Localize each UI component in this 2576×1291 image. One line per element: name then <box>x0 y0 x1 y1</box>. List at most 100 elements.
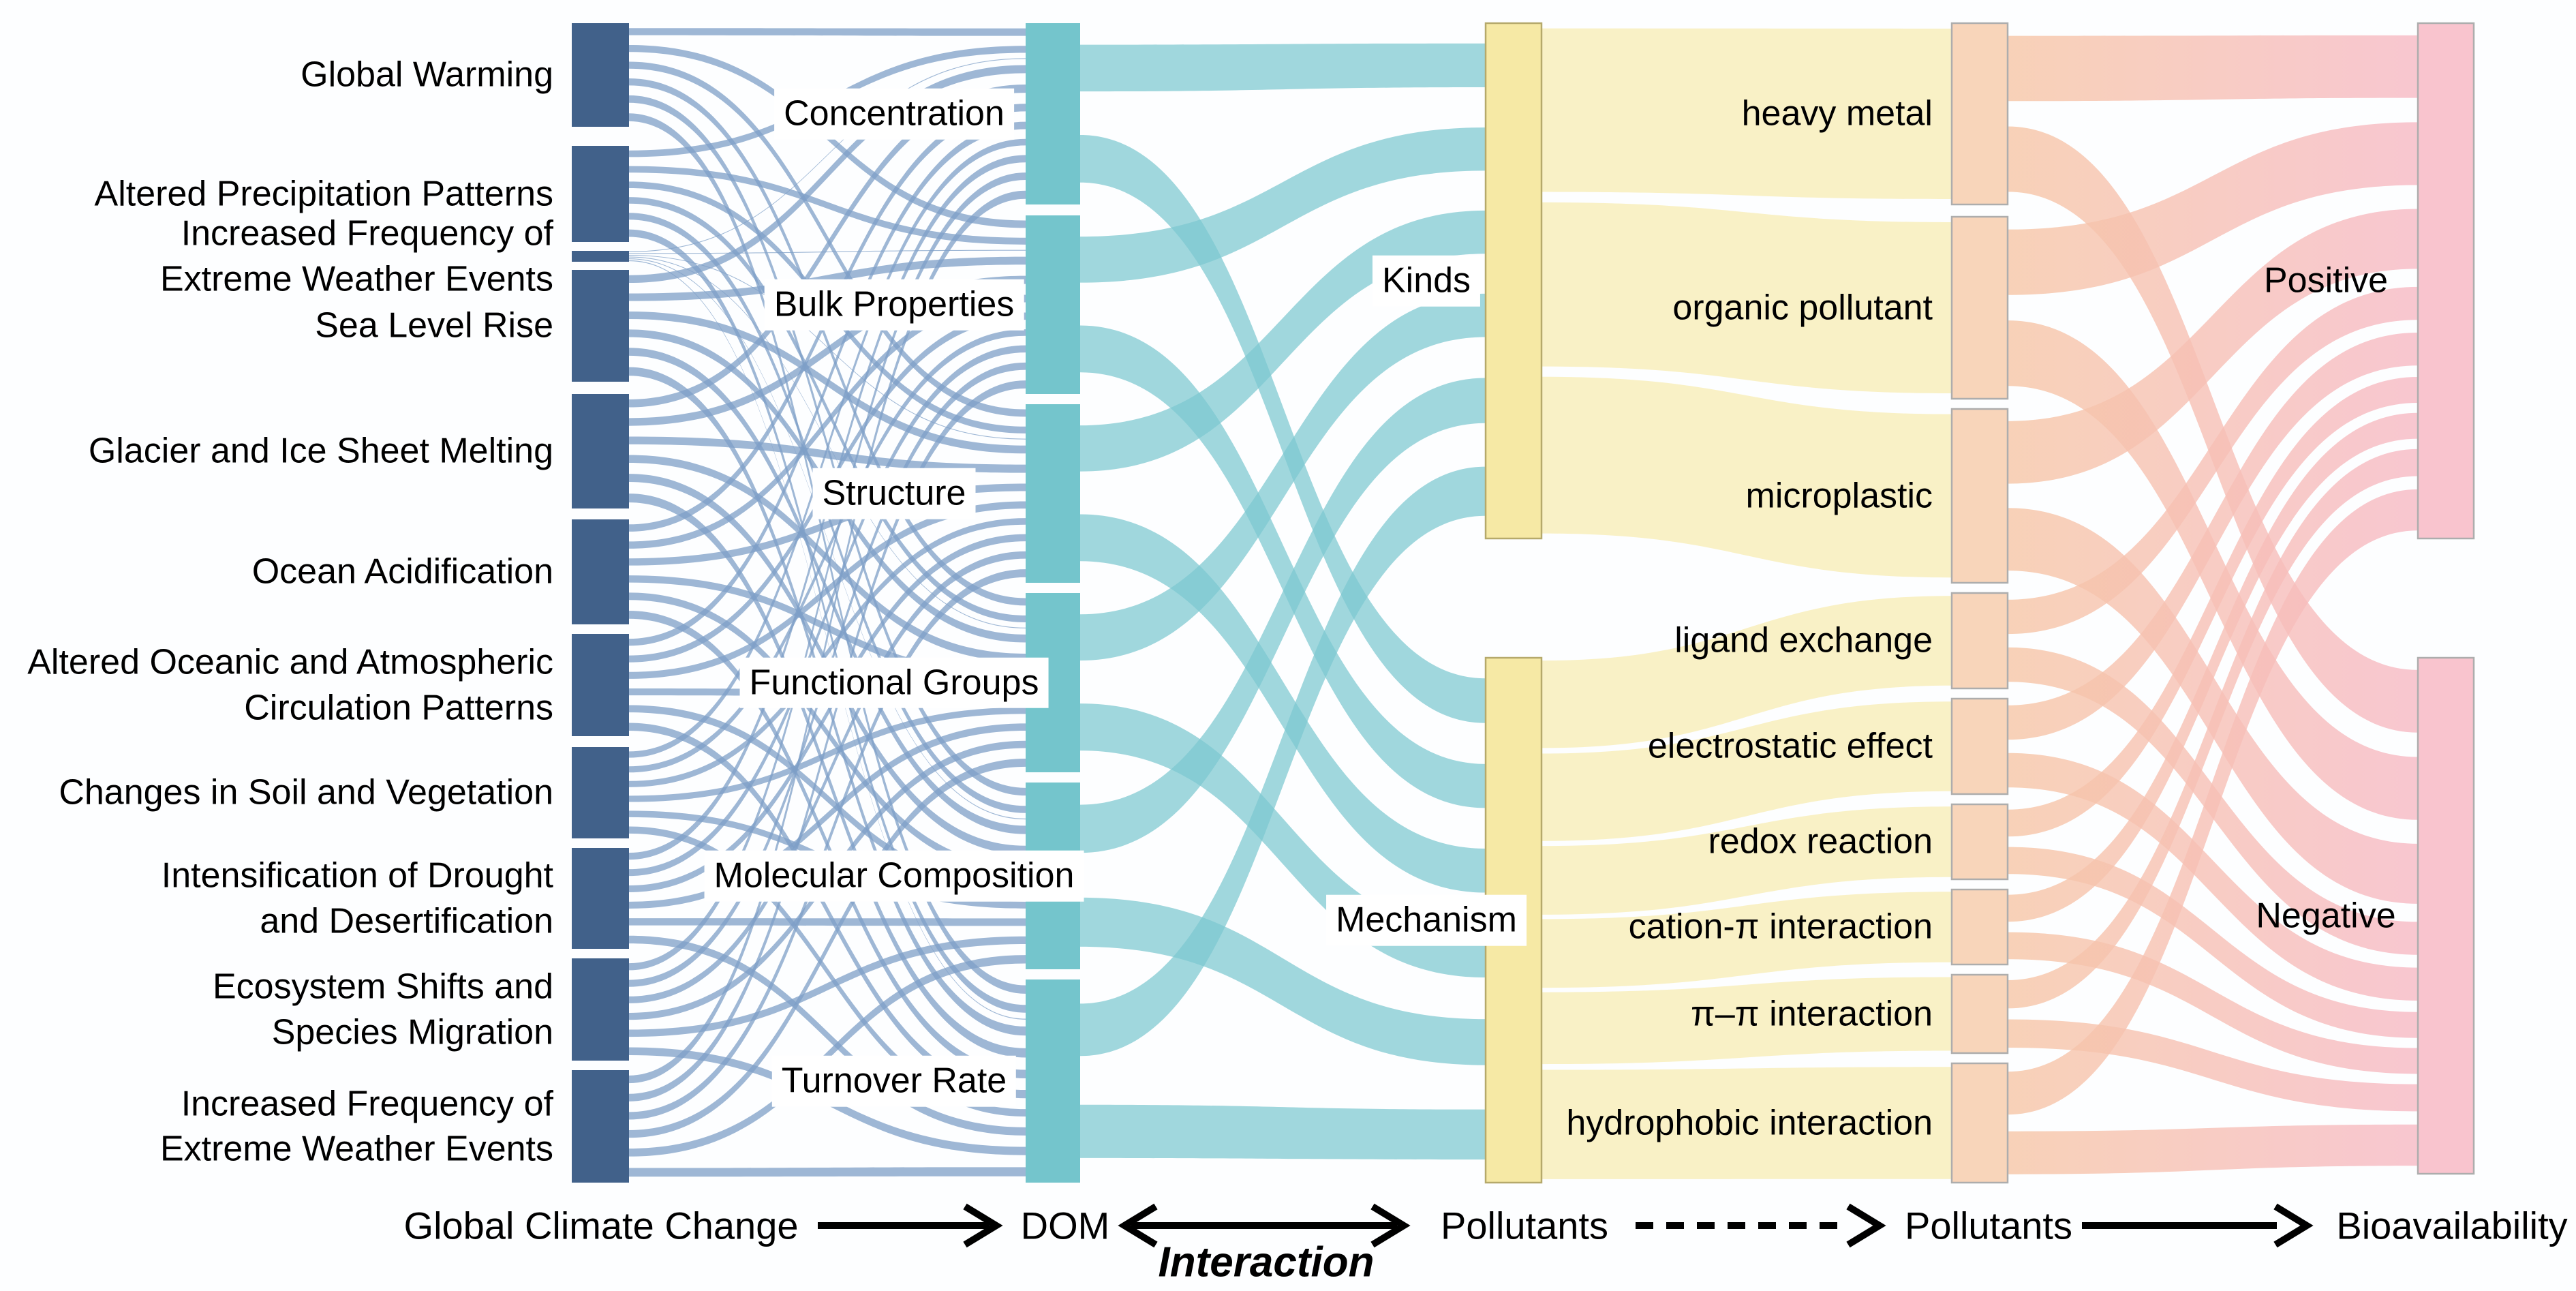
flow-dom-to-interaction-type <box>1080 1104 1486 1160</box>
flow-interaction-type-to-pollutants <box>1542 806 1952 915</box>
flow-global-climate-change-to-dom <box>629 518 1026 787</box>
flow-global-climate-change-to-dom <box>629 935 1026 1136</box>
node-increased-frequency-of-extreme-weather-events <box>572 1070 629 1183</box>
node-organic-pollutant <box>1950 215 2009 400</box>
node-increased-frequency-of-extreme-weather-events <box>572 251 629 262</box>
flow-pollutants-to-bioavailability <box>2008 122 2418 295</box>
node-interaction <box>1950 973 2009 1054</box>
node-negative <box>2417 656 2475 1175</box>
node-positive <box>2417 22 2475 540</box>
flow-interaction-type-to-pollutants <box>1542 28 1952 200</box>
flow-global-climate-change-to-dom <box>629 190 1026 1084</box>
flow-global-climate-change-to-dom <box>629 256 1026 628</box>
flow-global-climate-change-to-dom <box>629 121 1026 646</box>
flow-dom-to-interaction-type <box>1080 325 1486 808</box>
arrow-double-icon <box>1118 1203 1411 1248</box>
node-sea-level-rise <box>572 270 629 382</box>
flow-dom-to-interaction-type <box>1080 134 1486 723</box>
flow-pollutants-to-bioavailability <box>2008 377 2418 837</box>
arrow-right-icon <box>818 1203 1003 1248</box>
flow-global-climate-change-to-dom <box>629 84 1026 408</box>
flow-global-climate-change-to-dom <box>629 61 1026 417</box>
node-global-warming <box>572 23 629 127</box>
flow-global-climate-change-to-dom <box>629 329 1026 773</box>
node-electrostatic-effect <box>1950 697 2009 795</box>
flow-global-climate-change-to-dom <box>629 249 1026 254</box>
node-changes-in-soil-and-vegetation <box>572 747 629 838</box>
axis-label-pollutants-kinds: Pollutants <box>1441 1204 1608 1247</box>
node-altered-oceanic-and-atmospheric-circulation-patterns <box>572 634 629 736</box>
flow-interaction-type-to-pollutants <box>1542 892 1952 988</box>
flow-global-climate-change-to-dom <box>629 936 1026 1037</box>
node-altered-precipitation-patterns <box>572 146 629 242</box>
flow-dom-to-interaction-type <box>1080 897 1486 1065</box>
flow-global-climate-change-to-dom <box>629 455 1026 663</box>
flow-global-climate-change-to-dom <box>629 256 1026 301</box>
arrow-right-icon <box>2082 1203 2314 1248</box>
node-ocean-acidification <box>572 519 629 624</box>
flow-global-climate-change-to-dom <box>629 138 1026 758</box>
flow-pollutants-to-bioavailability <box>2008 126 2418 733</box>
flow-dom-to-interaction-type <box>1080 43 1486 92</box>
node-ecosystem-shifts-and-species-migration <box>572 958 629 1061</box>
flow-global-climate-change-to-dom <box>629 575 1026 680</box>
flow-global-climate-change-to-dom <box>629 65 1026 284</box>
node-redox-reaction <box>1950 803 2009 881</box>
flow-pollutants-to-bioavailability <box>2008 847 2418 1038</box>
nodes-layer <box>572 22 2475 1184</box>
flow-dom-to-interaction-type <box>1080 514 1486 893</box>
flow-pollutants-to-bioavailability <box>2008 35 2418 102</box>
flow-global-climate-change-to-dom <box>629 229 1026 1013</box>
flow-global-climate-change-to-dom <box>629 294 1026 549</box>
flow-global-climate-change-to-dom <box>629 759 1026 1138</box>
axis-label-dom: DOM <box>1020 1204 1110 1247</box>
flow-global-climate-change-to-dom <box>629 551 1026 1003</box>
flow-global-climate-change-to-dom <box>629 1167 1026 1177</box>
node-kinds <box>1484 22 1543 540</box>
node-microplastic <box>1950 408 2009 584</box>
node-structure <box>1026 404 1080 583</box>
flow-pollutants-to-bioavailability <box>2008 489 2418 1115</box>
flow-pollutants-to-bioavailability <box>2008 932 2418 1074</box>
flow-pollutants-to-bioavailability <box>2008 753 2418 1001</box>
flow-interaction-type-to-pollutants <box>1542 376 1952 578</box>
flow-global-climate-change-to-dom <box>629 28 1026 36</box>
flow-global-climate-change-to-dom <box>629 275 1026 426</box>
flow-global-climate-change-to-dom <box>629 58 1026 252</box>
flow-global-climate-change-to-dom <box>629 826 1026 1117</box>
flow-global-climate-change-to-dom <box>629 345 1026 877</box>
flow-dom-to-interaction-type <box>1080 378 1486 853</box>
flow-pollutants-to-bioavailability <box>2008 332 2418 740</box>
flow-global-climate-change-to-dom <box>629 534 1026 893</box>
arrow-dashed-icon <box>1636 1203 1886 1248</box>
flow-global-climate-change-to-dom <box>629 723 1026 909</box>
flow-pollutants-to-bioavailability <box>2008 508 2418 904</box>
flow-interaction-type-to-pollutants <box>1542 977 1952 1065</box>
node-intensification-of-drought-and-desertification <box>572 848 629 949</box>
flow-pollutants-to-bioavailability <box>2008 286 2418 635</box>
flow-pollutants-to-bioavailability <box>2008 412 2418 922</box>
flow-pollutants-to-bioavailability <box>2008 320 2418 820</box>
node-glacier-and-ice-sheet-melting <box>572 394 629 508</box>
node-bulk-properties <box>1026 215 1080 394</box>
flow-dom-to-interaction-type <box>1080 127 1486 283</box>
flow-pollutants-to-bioavailability <box>2008 209 2418 484</box>
flow-global-climate-change-to-dom <box>629 380 1026 1102</box>
flow-global-climate-change-to-dom <box>629 723 1026 1099</box>
node-heavy-metal <box>1950 22 2009 206</box>
flow-global-climate-change-to-dom <box>629 501 1026 679</box>
flow-global-climate-change-to-dom <box>629 707 1026 802</box>
node-cation-interaction <box>1950 888 2009 966</box>
flow-global-climate-change-to-dom <box>629 197 1026 622</box>
node-hydrophobic-interaction <box>1950 1062 2009 1184</box>
axis-label-global-climate-change: Global Climate Change <box>403 1204 799 1247</box>
axis-label-interaction: Interaction <box>1158 1239 1375 1286</box>
flow-global-climate-change-to-dom <box>629 483 1026 566</box>
flow-dom-to-interaction-type <box>1080 466 1486 1057</box>
flow-interaction-type-to-pollutants <box>1542 701 1952 841</box>
flow-global-climate-change-to-dom <box>629 569 1026 1120</box>
node-concentration <box>1026 23 1080 204</box>
flow-interaction-type-to-pollutants <box>1542 596 1952 748</box>
